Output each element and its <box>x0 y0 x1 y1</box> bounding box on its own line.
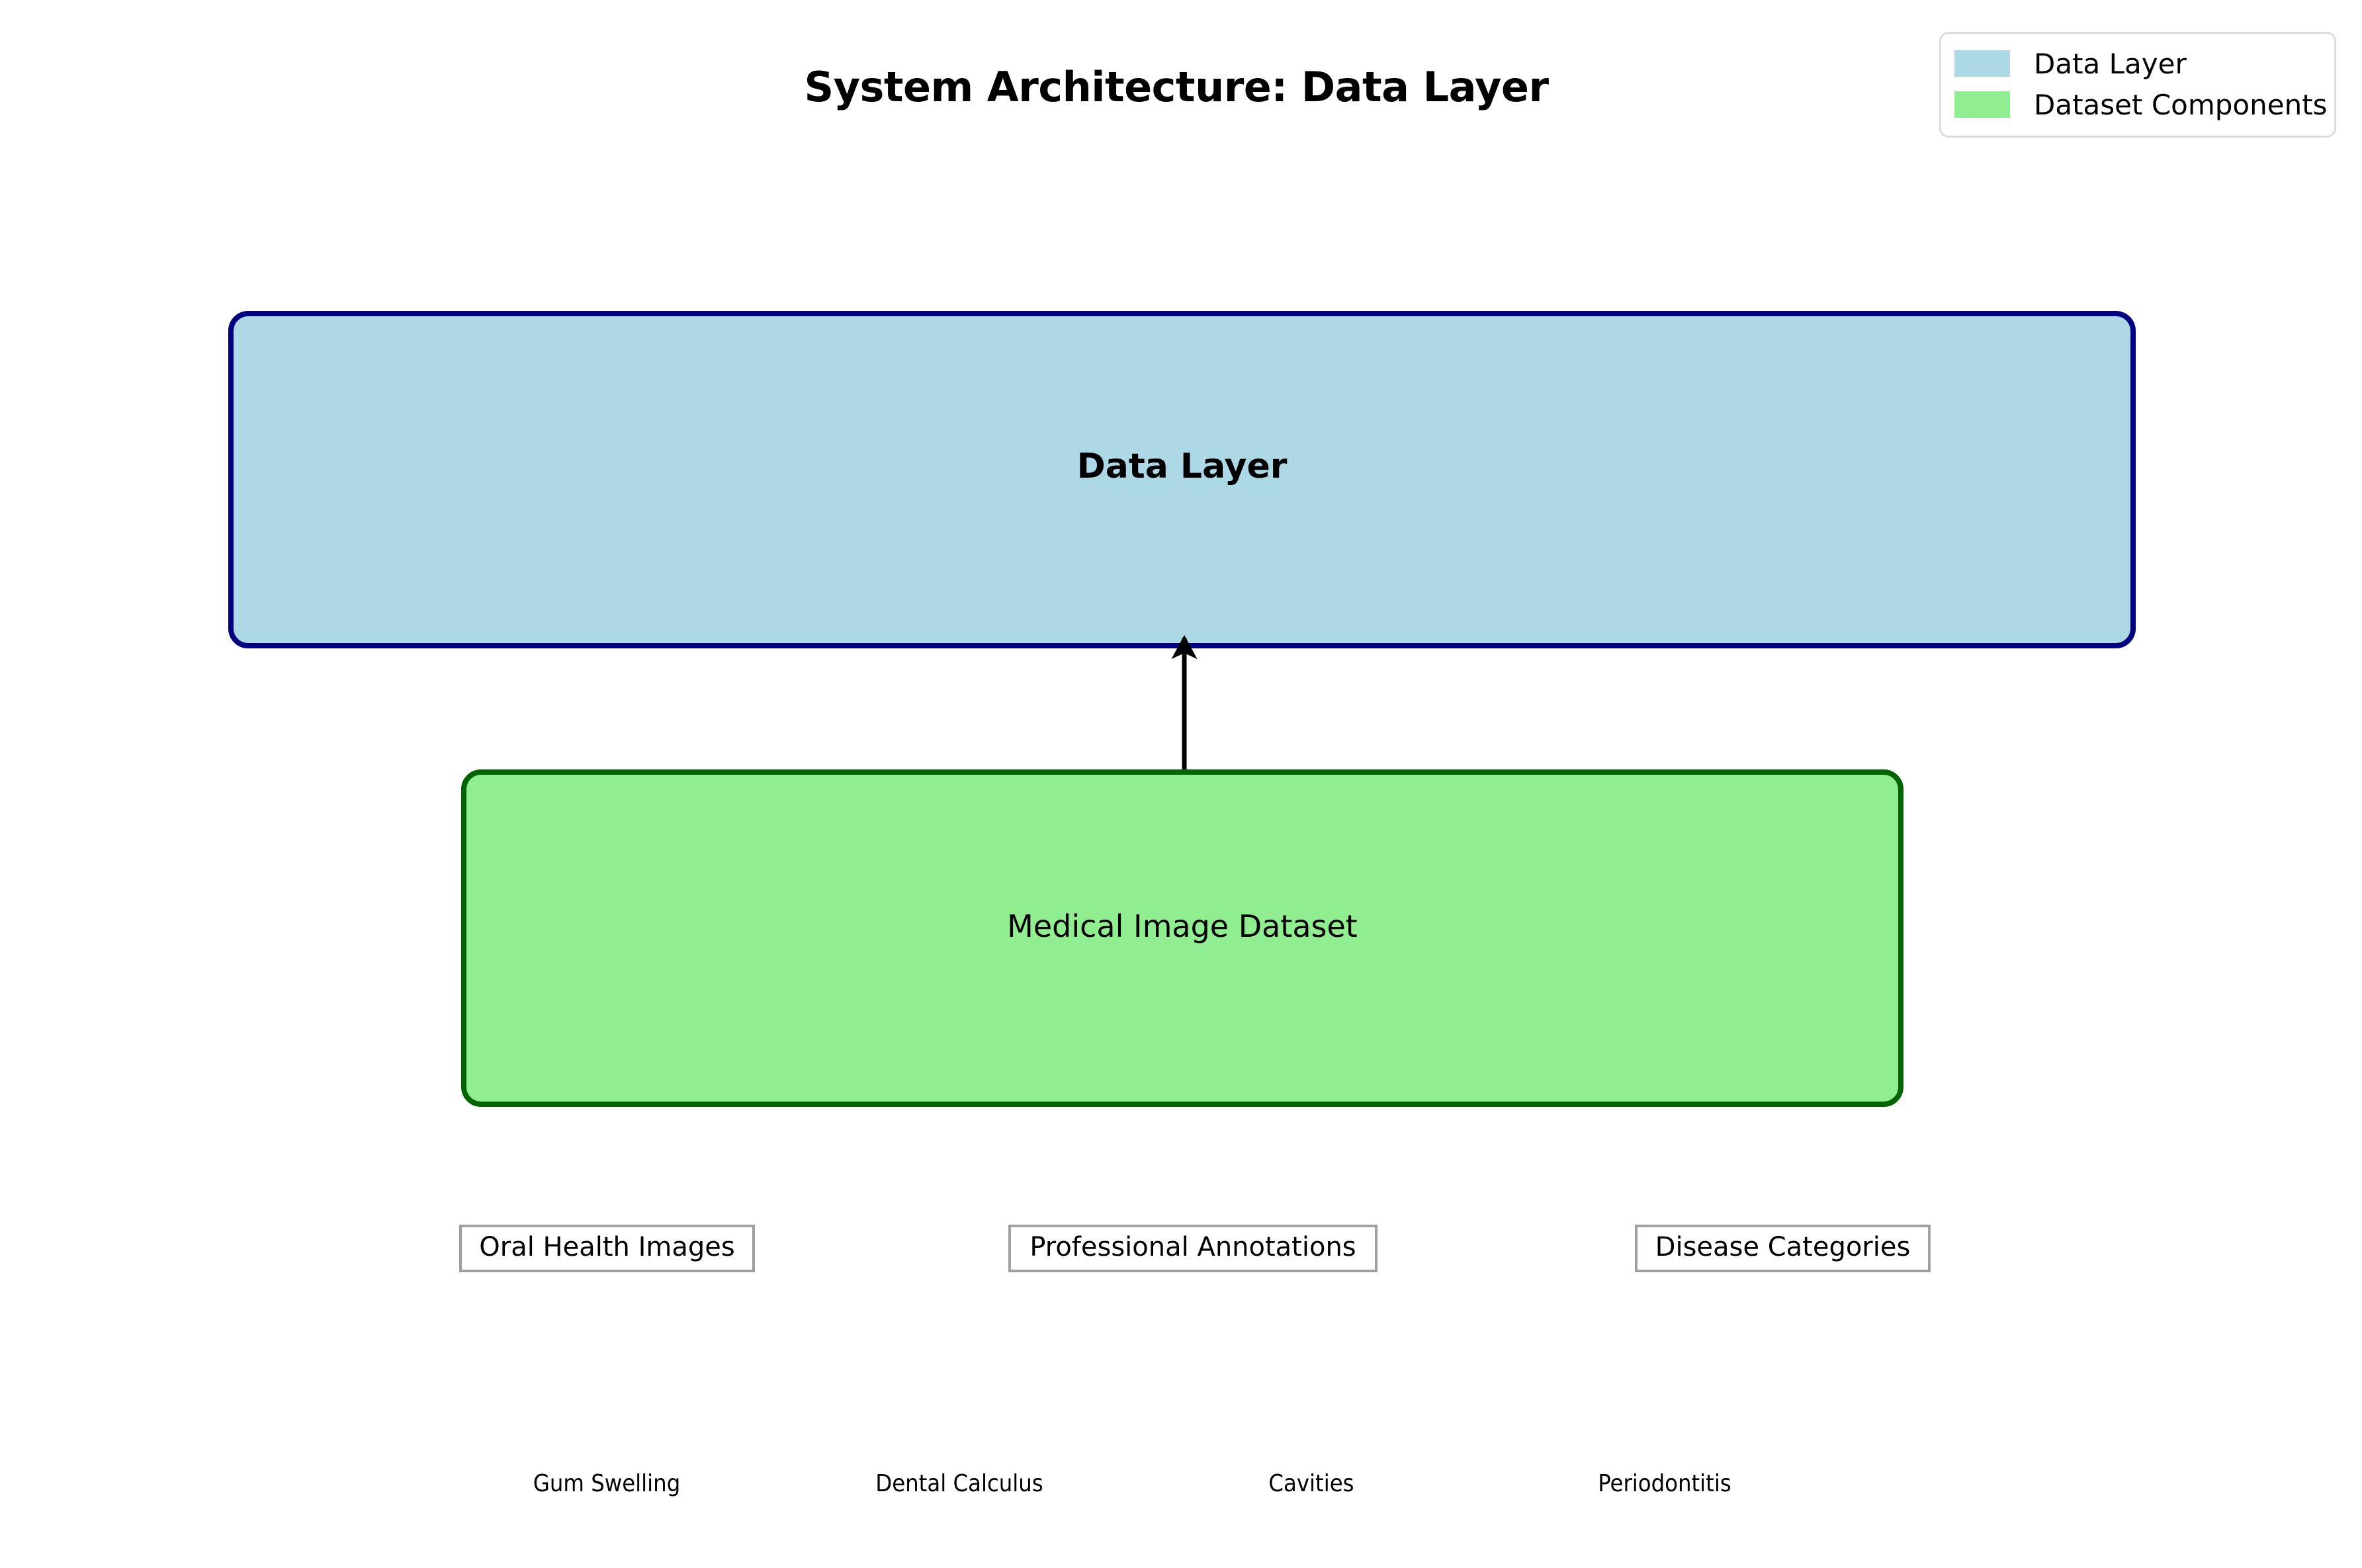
node-data-layer-label: Data Layer <box>1076 447 1288 486</box>
legend: Data Layer Dataset Components <box>1939 32 2336 138</box>
node-medical-image-dataset[interactable]: Medical Image Dataset <box>461 769 1903 1107</box>
page-title-text: System Architecture: Data Layer <box>804 63 1549 111</box>
component-professional-annotations-label: Professional Annotations <box>1029 1232 1356 1262</box>
node-data-layer[interactable]: Data Layer <box>228 311 2136 648</box>
component-oral-health-images[interactable]: Oral Health Images <box>459 1225 755 1272</box>
disease-label-cavities: Cavities <box>1268 1470 1354 1497</box>
legend-item-dataset-components[interactable]: Dataset Components <box>1954 84 2328 125</box>
legend-swatch-dataset-components <box>1954 91 2010 118</box>
component-oral-health-images-label: Oral Health Images <box>479 1232 735 1262</box>
legend-swatch-data-layer <box>1954 50 2010 77</box>
arrow-dataset-to-data-layer <box>1171 634 1198 786</box>
node-medical-image-dataset-label: Medical Image Dataset <box>1007 908 1358 944</box>
legend-label-dataset-components: Dataset Components <box>2034 88 2328 121</box>
component-disease-categories[interactable]: Disease Categories <box>1635 1225 1931 1272</box>
disease-label-gum-swelling: Gum Swelling <box>533 1470 681 1497</box>
component-professional-annotations[interactable]: Professional Annotations <box>1008 1225 1378 1272</box>
disease-label-dental-calculus: Dental Calculus <box>875 1470 1043 1497</box>
component-disease-categories-label: Disease Categories <box>1655 1232 1911 1262</box>
legend-label-data-layer: Data Layer <box>2034 47 2187 80</box>
legend-item-data-layer[interactable]: Data Layer <box>1954 43 2321 84</box>
page-title: System Architecture: Data Layer <box>0 63 2362 111</box>
disease-label-periodontitis: Periodontitis <box>1598 1470 1731 1497</box>
